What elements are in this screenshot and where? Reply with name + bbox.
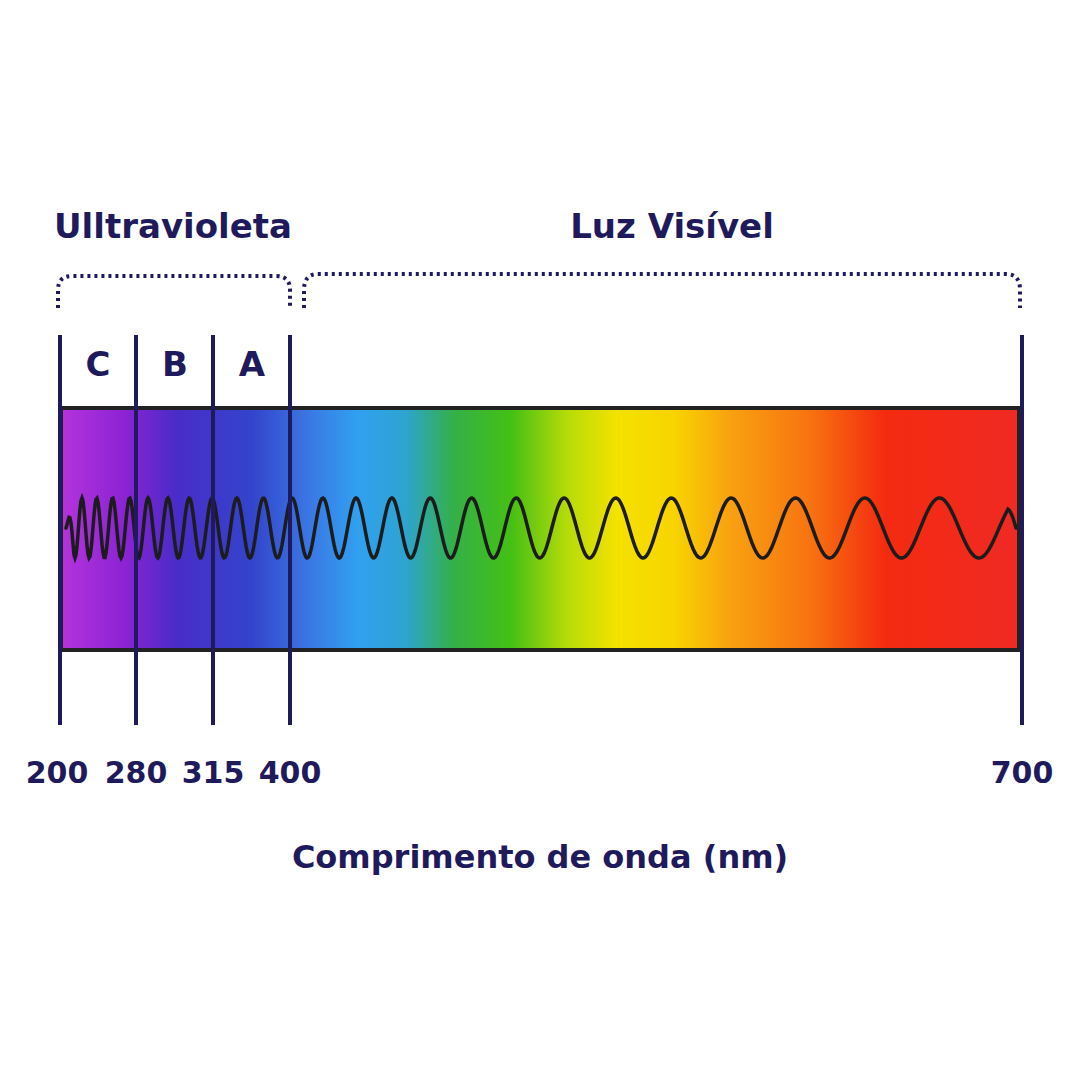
- tick-value: 700: [991, 756, 1054, 789]
- tick-value: 280: [105, 756, 168, 789]
- axis-title: Comprimento de onda (nm): [292, 840, 788, 875]
- wave-line: [66, 498, 1016, 558]
- tick-value: 200: [26, 756, 89, 789]
- range-title: Ulltravioleta: [54, 208, 292, 245]
- tick-value: 400: [259, 756, 322, 789]
- range-title: Luz Visível: [570, 208, 774, 245]
- divider-lines: [60, 335, 1022, 725]
- range-brackets: [58, 274, 1020, 308]
- band-letter: C: [86, 346, 111, 383]
- tick-value: 315: [182, 756, 245, 789]
- spectrum-bar: [61, 408, 1019, 650]
- band-letter: A: [239, 346, 265, 383]
- band-letter: B: [162, 346, 188, 383]
